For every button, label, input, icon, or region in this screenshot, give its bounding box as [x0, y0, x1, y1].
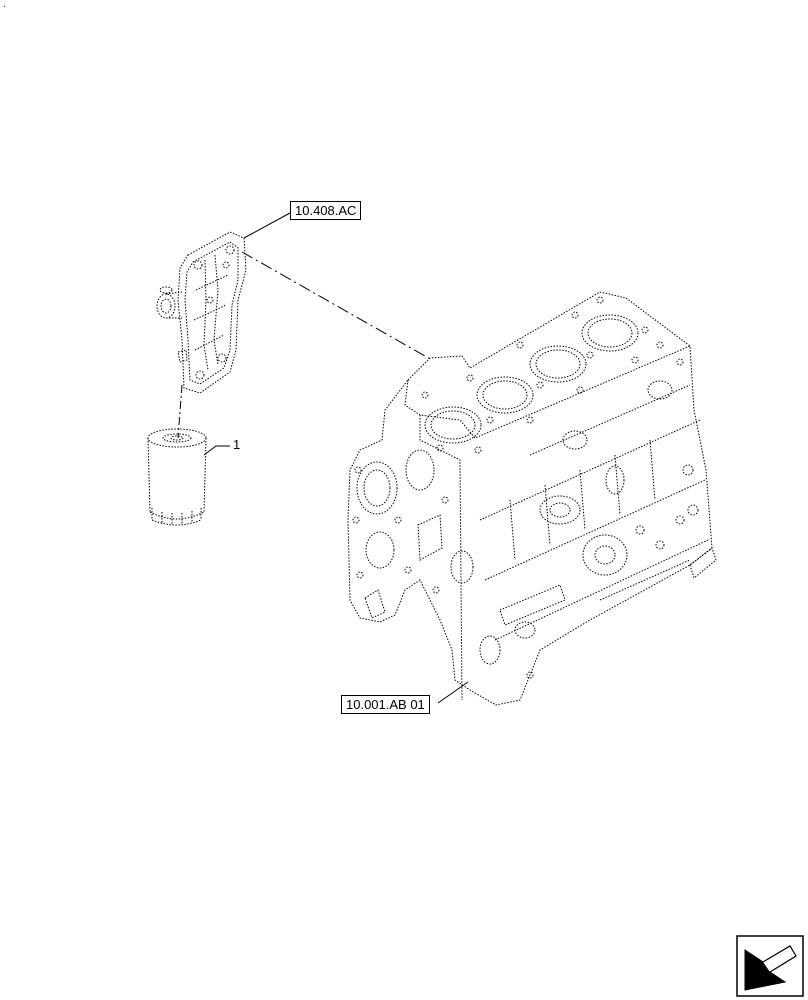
- filter-axis-line: [177, 384, 183, 439]
- assembly-chain-line: [241, 251, 433, 361]
- oil-filter: [147, 428, 207, 526]
- leader-bottom-ref: [437, 681, 469, 704]
- item-number-1: 1: [233, 437, 241, 452]
- corner-mark: .: [3, 0, 6, 10]
- callout-top-ref[interactable]: 10.408.AC: [290, 201, 362, 220]
- engine-block: [347, 291, 717, 706]
- leader-item-1: [203, 445, 230, 456]
- filter-head-bracket: [156, 231, 247, 394]
- next-page-arrow-icon[interactable]: [736, 935, 804, 997]
- leader-top-ref: [243, 212, 291, 239]
- callout-bottom-ref[interactable]: 10.001.AB 01: [341, 695, 430, 714]
